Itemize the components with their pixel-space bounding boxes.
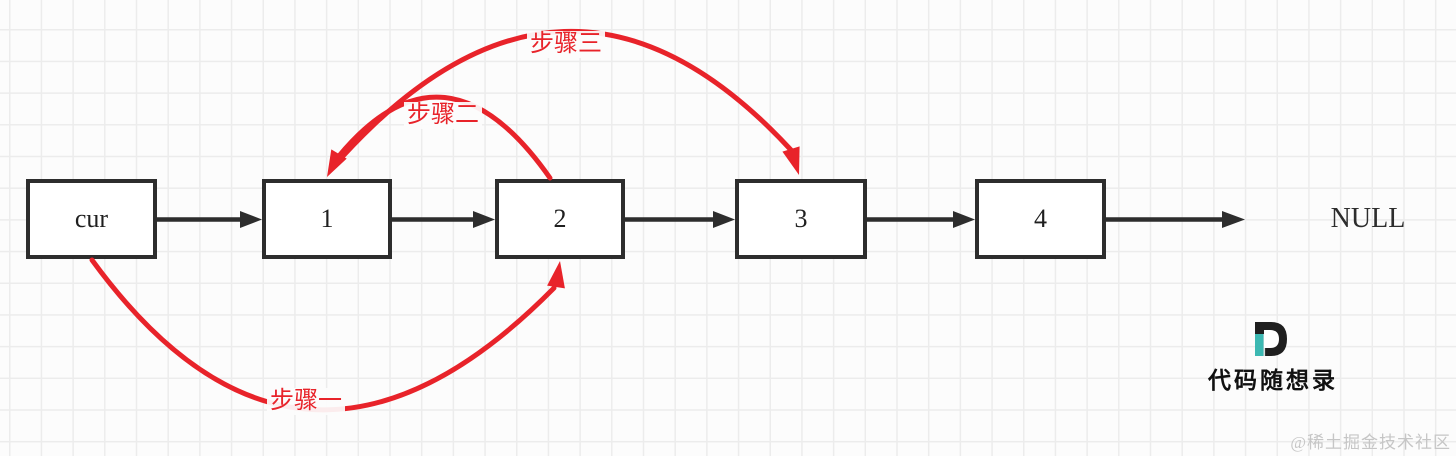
- node-label: cur: [74, 204, 109, 233]
- step-arcs: [89, 28, 800, 413]
- list-node-3: 3: [735, 179, 867, 259]
- logo-wordmark: 代码随想录: [1208, 368, 1338, 393]
- list-node-cur: cur: [26, 179, 157, 259]
- node-label: 2: [553, 204, 567, 233]
- list-node-4: 4: [975, 179, 1106, 259]
- null-terminal-label: NULL: [1330, 203, 1406, 234]
- step3-arrowhead: [782, 146, 800, 175]
- list-node-2: 2: [495, 179, 625, 259]
- node-label: 4: [1034, 204, 1047, 233]
- step2-label: 步骤二: [404, 102, 482, 129]
- list-node-1: 1: [262, 179, 392, 259]
- logo-d-icon: [1255, 322, 1287, 356]
- step2-arrowhead: [327, 149, 347, 177]
- step1-arrowhead: [547, 261, 565, 289]
- node-label: 1: [320, 204, 334, 233]
- watermark-text: @稀土掘金技术社区: [1290, 433, 1451, 452]
- step1-label: 步骤一: [267, 388, 345, 415]
- node-label: 3: [794, 204, 808, 233]
- step3-label: 步骤三: [527, 31, 605, 58]
